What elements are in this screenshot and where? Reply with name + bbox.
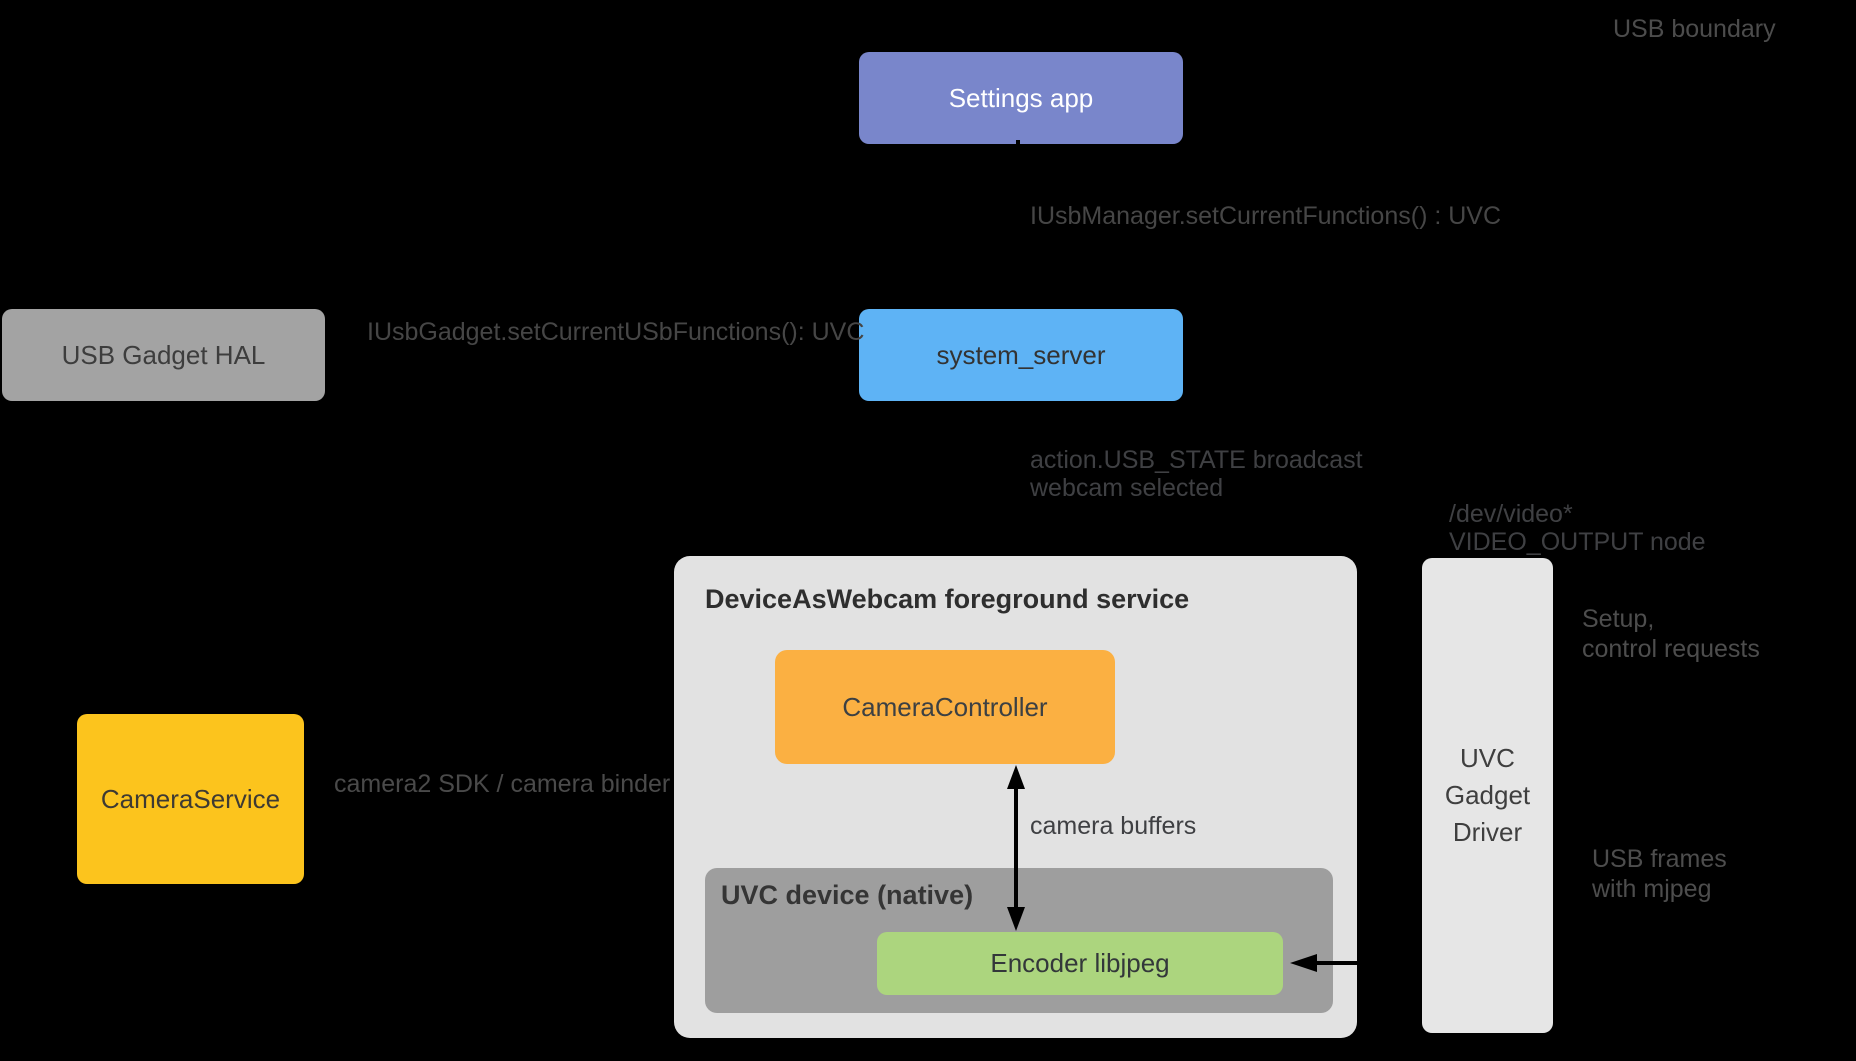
camera-buffers-label: camera buffers [1030, 812, 1197, 840]
system-server-node: system_server [859, 309, 1183, 401]
camera2-sdk-label: camera2 SDK / camera binder [334, 770, 671, 798]
systemserver-to-service-arrow [1009, 401, 1027, 554]
settings-app-node: Settings app [859, 52, 1183, 144]
iusbgadget-call-label: IUsbGadget.setCurrentUSbFunctions(): UVC [367, 318, 865, 346]
usb-boundary-label: USB boundary [1613, 15, 1776, 43]
usb-frames-label: USB frames with mjpeg [1592, 845, 1727, 903]
dev-video-node-label: /dev/video* VIDEO_OUTPUT node [1449, 500, 1706, 556]
settings-to-systemserver-arrow [1009, 140, 1027, 307]
systemserver-to-hal-arrow [327, 346, 855, 364]
camera-service-node: CameraService [77, 714, 304, 884]
deviceaswebcam-service-header: DeviceAsWebcam foreground service [705, 584, 1190, 614]
setup-control-requests-label: Setup, control requests [1582, 605, 1760, 663]
iusbmanager-call-label: IUsbManager.setCurrentFunctions() : UVC [1030, 202, 1502, 230]
uvc-gadget-driver-node: UVC Gadget Driver [1422, 558, 1553, 1033]
camera-controller-node: CameraController [775, 650, 1115, 764]
uvc-device-native-header: UVC device (native) [721, 880, 974, 910]
usb-gadget-hal-node: USB Gadget HAL [2, 309, 325, 401]
encoder-libjpeg-node: Encoder libjpeg [877, 932, 1283, 995]
usb-state-broadcast-label: action.USB_STATE broadcast webcam select… [1030, 446, 1363, 502]
